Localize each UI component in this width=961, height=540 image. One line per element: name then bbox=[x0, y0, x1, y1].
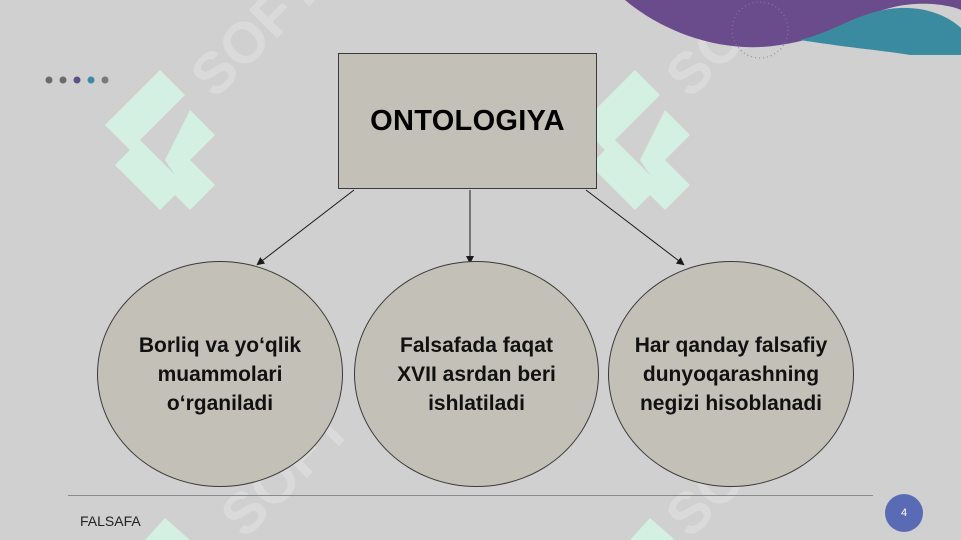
footer-divider bbox=[68, 495, 873, 496]
connector-arrow-right bbox=[585, 189, 685, 266]
child-node-3-label: Har qanday falsafiy dunyoqarashning negi… bbox=[634, 333, 828, 415]
watermark-logo-right bbox=[580, 70, 690, 210]
wave-dot-ring bbox=[731, 1, 789, 59]
indicator-dot bbox=[45, 76, 53, 84]
wave-teal bbox=[800, 7, 961, 55]
root-node-label: ONTOLOGIYA bbox=[370, 104, 565, 137]
child-node-2-label: Falsafada faqat XVII asrdan beri ishlati… bbox=[397, 333, 556, 415]
page-number-badge: 4 bbox=[885, 494, 923, 532]
indicator-dot bbox=[59, 76, 67, 84]
indicator-dot bbox=[101, 76, 109, 84]
page-number: 4 bbox=[900, 507, 908, 519]
footer-title: FALSAFA bbox=[80, 513, 141, 529]
indicator-dot bbox=[73, 76, 81, 84]
child-node-1-label: Borliq va yo‘qlik muammolari o‘rganiladi bbox=[138, 333, 302, 415]
watermark-logo-bottom-right bbox=[630, 518, 675, 540]
watermark-logo-bottom-left bbox=[145, 518, 190, 540]
root-node-box: ONTOLOGIYA bbox=[338, 53, 597, 189]
child-node-3: Har qanday falsafiy dunyoqarashning negi… bbox=[608, 261, 854, 487]
indicator-dot bbox=[87, 76, 95, 84]
watermark-logo-left bbox=[105, 70, 215, 210]
child-node-2: Falsafada faqat XVII asrdan beri ishlati… bbox=[354, 261, 599, 487]
connector-arrow-left bbox=[256, 189, 355, 266]
child-node-1: Borliq va yo‘qlik muammolari o‘rganiladi bbox=[97, 261, 343, 487]
